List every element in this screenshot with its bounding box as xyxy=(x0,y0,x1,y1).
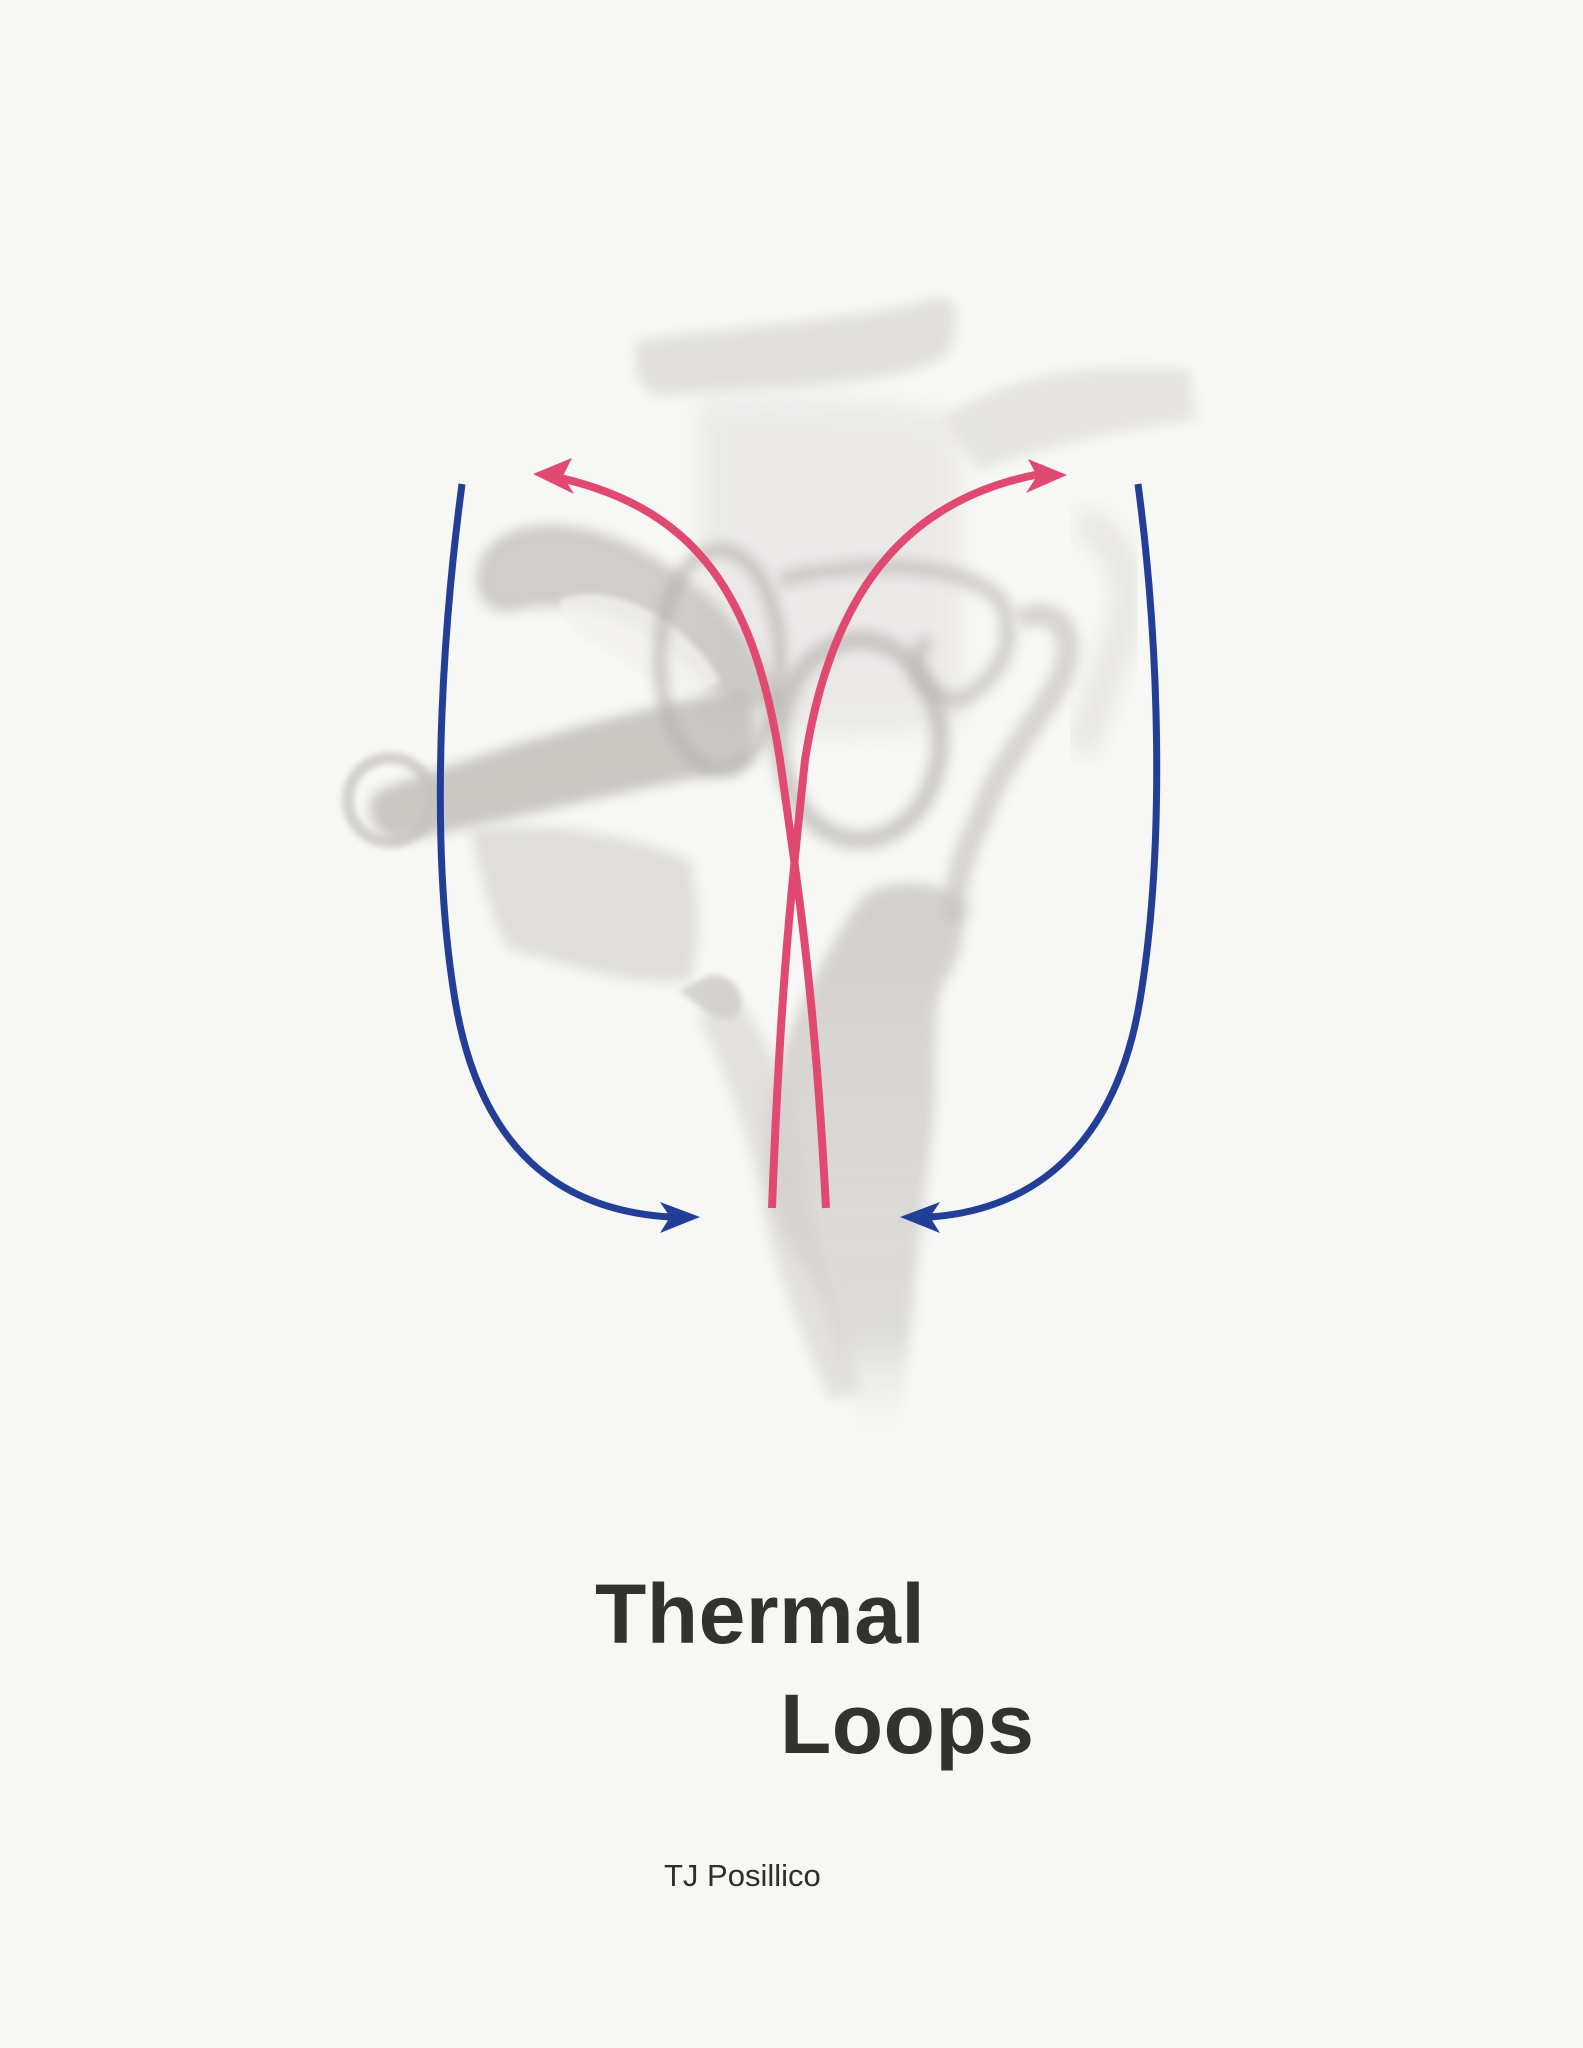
cool-air-arrow-right xyxy=(929,483,1161,1221)
hot-air-arrows xyxy=(559,470,1041,1209)
smoke-plume xyxy=(342,298,1195,1450)
title-line-2: Loops xyxy=(780,1677,1035,1771)
arrowhead-hot-right xyxy=(1026,459,1067,493)
arrowhead-hot-left xyxy=(533,458,574,494)
smoke-illustration xyxy=(342,298,1195,1450)
hot-air-arrow-left xyxy=(559,474,830,1209)
author-name: TJ Posillico xyxy=(664,1858,821,1893)
title-line-1: Thermal xyxy=(595,1567,926,1661)
arrowhead-cool-right xyxy=(900,1202,940,1233)
hot-air-arrow-right xyxy=(768,470,1041,1209)
cool-air-arrows xyxy=(436,483,1161,1221)
arrowhead-cool-left xyxy=(660,1202,700,1233)
cool-air-arrow-left xyxy=(436,483,671,1221)
